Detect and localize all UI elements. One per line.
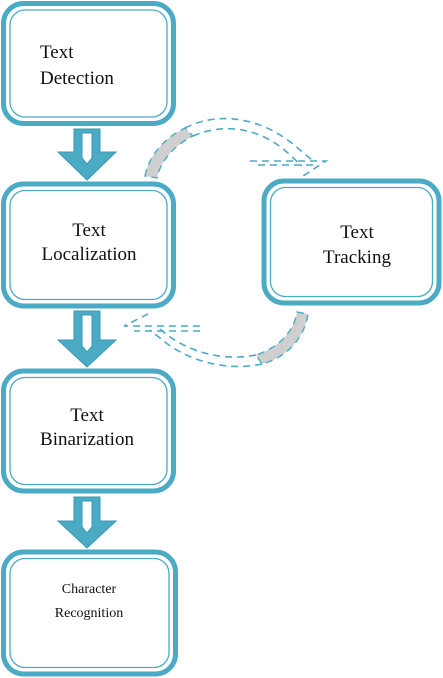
node-text-detection-line2: Detection (40, 68, 114, 89)
node-character-recognition-line1: Character (62, 582, 117, 597)
node-text-tracking-line2: Tracking (323, 247, 391, 268)
node-text-binarization-line2: Binarization (40, 429, 134, 450)
arrow-detection-to-localization (56, 128, 118, 181)
node-text-detection-line1: Text (40, 42, 74, 63)
arrow-localization-to-binarization (56, 310, 118, 368)
node-text-tracking: Text Tracking (261, 178, 442, 306)
node-text-localization-line1: Text (72, 220, 106, 241)
node-character-recognition: Character Recognition (1, 549, 178, 677)
node-text-localization: Text Localization (1, 181, 176, 309)
node-text-tracking-line1: Text (340, 222, 374, 243)
node-text-detection: Text Detection (1, 1, 176, 126)
loop-arrow-localization-to-tracking (144, 117, 329, 179)
arrow-binarization-to-recognition (56, 496, 118, 549)
node-text-binarization-line1: Text (70, 405, 104, 426)
loop-arrow-tracking-to-localization (123, 311, 309, 368)
node-text-localization-line2: Localization (42, 244, 137, 265)
node-character-recognition-line2: Recognition (55, 606, 123, 621)
node-text-binarization: Text Binarization (1, 368, 176, 494)
